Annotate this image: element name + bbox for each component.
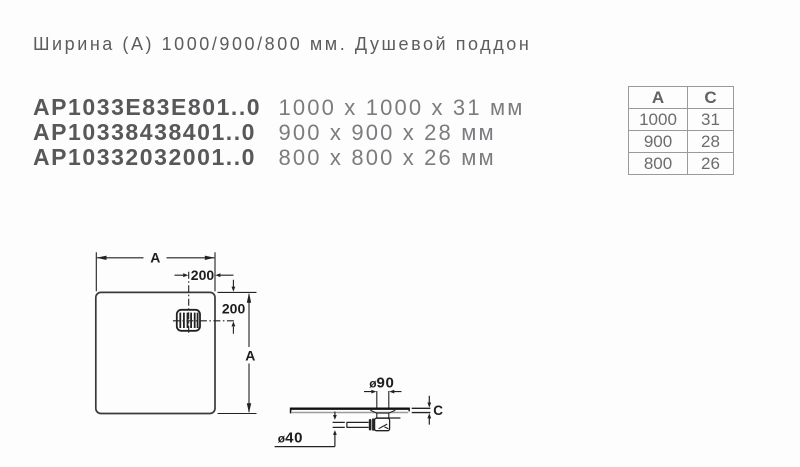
svg-text:C: C	[433, 403, 443, 418]
svg-text:ø40: ø40	[278, 429, 303, 446]
svg-text:200: 200	[222, 300, 246, 316]
svg-text:A: A	[245, 348, 255, 364]
svg-text:200: 200	[191, 267, 215, 283]
svg-text:ø90: ø90	[369, 375, 394, 392]
svg-text:A: A	[150, 249, 160, 265]
